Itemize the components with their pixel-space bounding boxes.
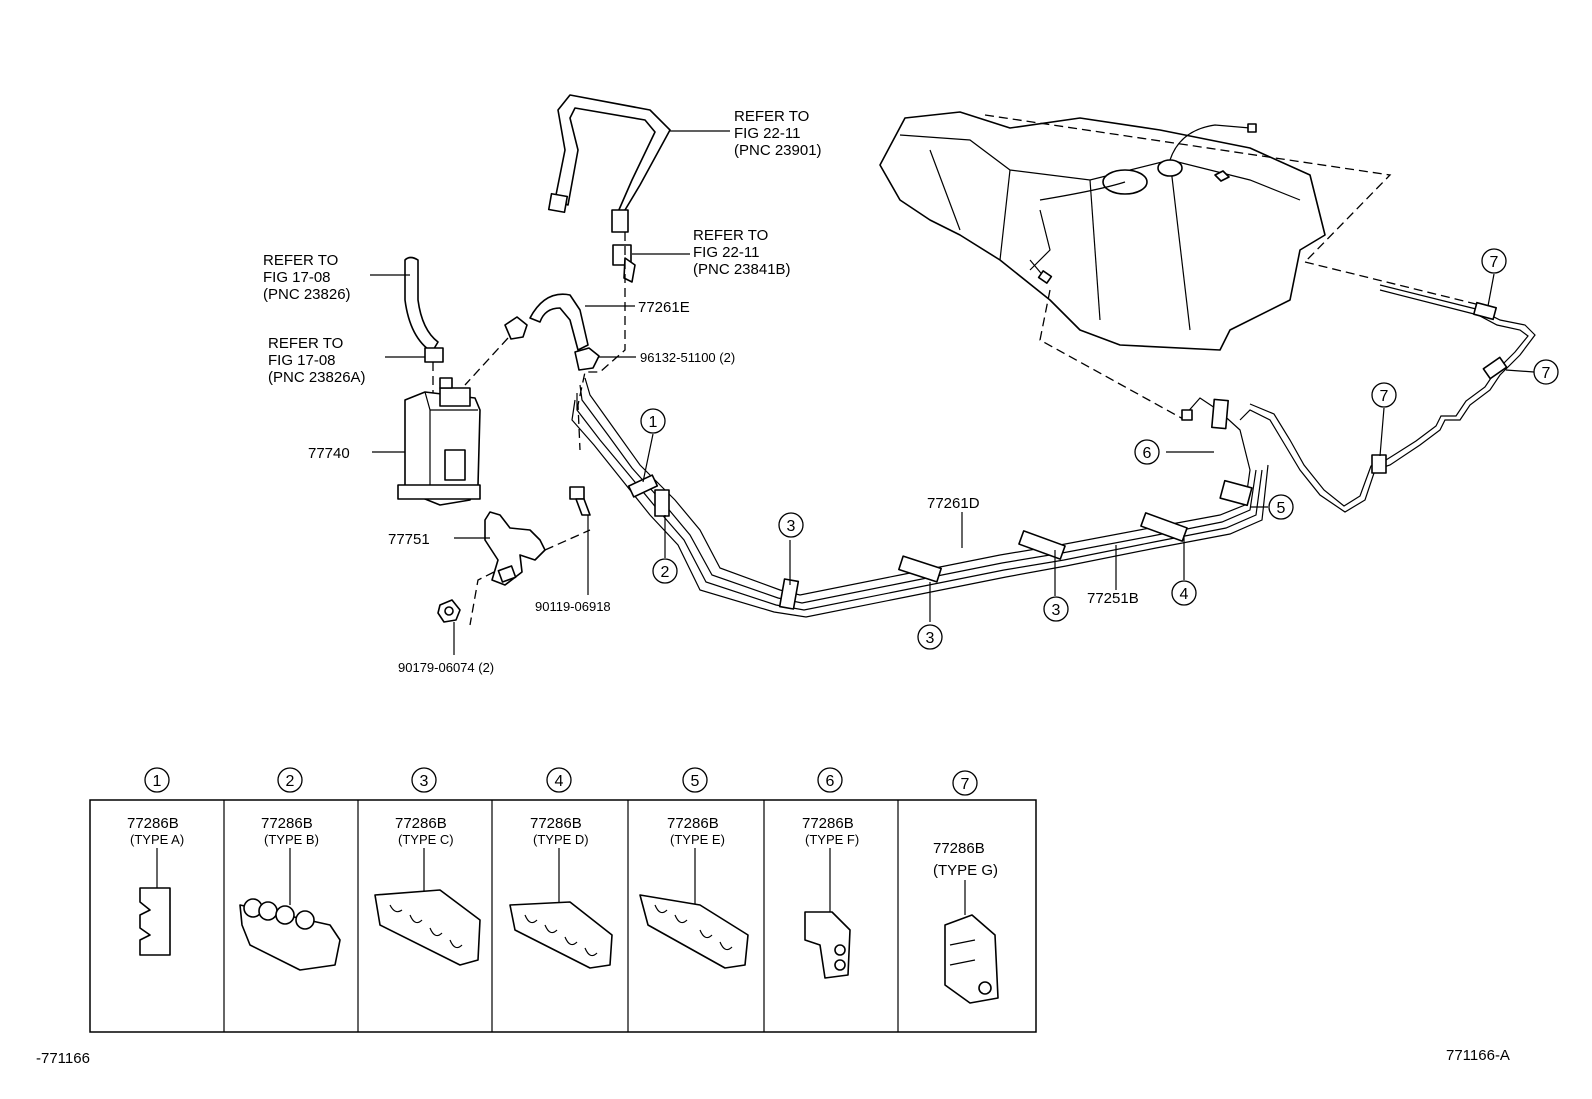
marker-3-top-b: 3	[917, 624, 943, 650]
svg-text:6: 6	[1143, 445, 1152, 462]
svg-text:3: 3	[787, 518, 796, 535]
clamp-column-type-f: 6 77286B (TYPE F)	[802, 767, 859, 979]
label-90179: 90179-06074 (2)	[398, 660, 494, 675]
svg-text:1: 1	[153, 773, 162, 790]
svg-text:REFER TO: REFER TO	[263, 252, 338, 269]
svg-text:2: 2	[661, 564, 670, 581]
clip-96132	[574, 347, 600, 371]
svg-text:5: 5	[691, 773, 700, 790]
clamp-column-type-g: 7 77286B (TYPE G)	[933, 770, 999, 1004]
clip-left	[504, 316, 528, 340]
label-77251B: 77251B	[1087, 590, 1139, 607]
marker-1-top: 1	[640, 408, 666, 434]
fuel-tank	[879, 111, 1326, 351]
svg-text:(PNC 23826): (PNC 23826)	[263, 286, 351, 303]
marker-3-top-a: 3	[778, 512, 804, 538]
svg-text:(TYPE C): (TYPE C)	[398, 832, 454, 847]
clamp-table: 1 77286B (TYPE A) 2 77286B (TYPE B) 3 77…	[89, 767, 1037, 1033]
clamp-column-type-a: 1 77286B (TYPE A)	[127, 767, 184, 956]
svg-text:4: 4	[1180, 586, 1189, 603]
label-77740: 77740	[308, 445, 350, 462]
svg-text:77286B: 77286B	[530, 815, 582, 832]
svg-text:FIG 22-11: FIG 22-11	[734, 125, 800, 142]
svg-text:5: 5	[1277, 500, 1286, 517]
svg-text:FIG 17-08: FIG 17-08	[263, 269, 331, 286]
svg-text:(PNC 23901): (PNC 23901)	[734, 142, 822, 159]
fuel-return-line	[1239, 284, 1536, 513]
svg-text:6: 6	[826, 773, 835, 790]
label-77261D: 77261D	[927, 495, 980, 512]
fuel-hose-connector	[612, 244, 636, 283]
svg-text:77286B: 77286B	[261, 815, 313, 832]
clamp-column-type-d: 4 77286B (TYPE D)	[509, 767, 613, 969]
svg-text:77286B: 77286B	[933, 840, 985, 857]
clamp-column-type-e: 5 77286B (TYPE E)	[639, 767, 749, 969]
nut-90179	[437, 599, 461, 623]
marker-3-top-c: 3	[1043, 596, 1069, 622]
clamp-column-type-b: 2 77286B (TYPE B)	[239, 767, 341, 971]
svg-text:(TYPE D): (TYPE D)	[533, 832, 589, 847]
label-77751: 77751	[388, 531, 430, 548]
svg-text:FIG 22-11: FIG 22-11	[693, 244, 759, 261]
bundle-clamps	[627, 301, 1508, 610]
label-77261E: 77261E	[638, 299, 690, 316]
svg-text:7: 7	[1542, 365, 1551, 382]
svg-text:77286B: 77286B	[127, 815, 179, 832]
svg-text:REFER TO: REFER TO	[693, 227, 768, 244]
svg-text:3: 3	[926, 630, 935, 647]
svg-text:3: 3	[420, 773, 429, 790]
svg-text:77286B: 77286B	[802, 815, 854, 832]
svg-text:77286B: 77286B	[395, 815, 447, 832]
svg-text:77286B: 77286B	[667, 815, 719, 832]
svg-text:1: 1	[649, 414, 658, 431]
footer-right-code: 771166-A	[1446, 1047, 1510, 1064]
marker-7-top-b: 7	[1533, 359, 1559, 385]
hose-77261E	[529, 293, 589, 351]
fuel-tube-bundle	[571, 377, 1269, 618]
svg-text:(TYPE G): (TYPE G)	[933, 862, 998, 879]
svg-text:(TYPE B): (TYPE B)	[264, 832, 319, 847]
svg-text:4: 4	[555, 773, 564, 790]
svg-text:REFER TO: REFER TO	[734, 108, 809, 125]
clamp-column-type-c: 3 77286B (TYPE C)	[374, 767, 481, 966]
svg-text:7: 7	[961, 776, 970, 793]
leader-lines	[370, 130, 1535, 655]
charcoal-canister	[397, 377, 481, 506]
marker-6-top: 6	[1134, 439, 1160, 465]
label-96132: 96132-51100 (2)	[640, 350, 735, 365]
svg-text:(PNC 23841B): (PNC 23841B)	[693, 261, 791, 278]
callout-refer-fuel-hose: REFER TO FIG 22-11 (PNC 23841B)	[693, 227, 791, 278]
marker-7-top-a: 7	[1371, 382, 1397, 408]
svg-text:REFER TO: REFER TO	[268, 335, 343, 352]
callout-refer-fuel-pipe: REFER TO FIG 22-11 (PNC 23901)	[734, 108, 822, 159]
marker-4-top: 4	[1171, 580, 1197, 606]
svg-text:(TYPE E): (TYPE E)	[670, 832, 725, 847]
vacuum-hose	[404, 256, 439, 353]
svg-text:2: 2	[286, 773, 295, 790]
svg-text:FIG 17-08: FIG 17-08	[268, 352, 336, 369]
callout-refer-vacuum-hose: REFER TO FIG 17-08 (PNC 23826)	[263, 252, 351, 303]
svg-text:(TYPE F): (TYPE F)	[805, 832, 859, 847]
svg-text:3: 3	[1052, 602, 1061, 619]
marker-7-top-c: 7	[1481, 248, 1507, 274]
callout-refer-vacuum-clamp: REFER TO FIG 17-08 (PNC 23826A)	[268, 335, 366, 386]
bolt-90119	[569, 486, 591, 516]
footer-left-code: -771166	[36, 1050, 90, 1067]
canister-bracket	[484, 511, 546, 586]
svg-text:7: 7	[1490, 254, 1499, 271]
vacuum-hose-clamp	[424, 347, 444, 363]
marker-5-top: 5	[1268, 494, 1294, 520]
marker-2-top: 2	[652, 558, 678, 584]
svg-text:(PNC 23826A): (PNC 23826A)	[268, 369, 366, 386]
fuel-filler-pipe	[547, 94, 671, 233]
svg-text:(TYPE A): (TYPE A)	[130, 832, 184, 847]
label-90119: 90119-06918	[535, 599, 611, 614]
svg-text:7: 7	[1380, 388, 1389, 405]
